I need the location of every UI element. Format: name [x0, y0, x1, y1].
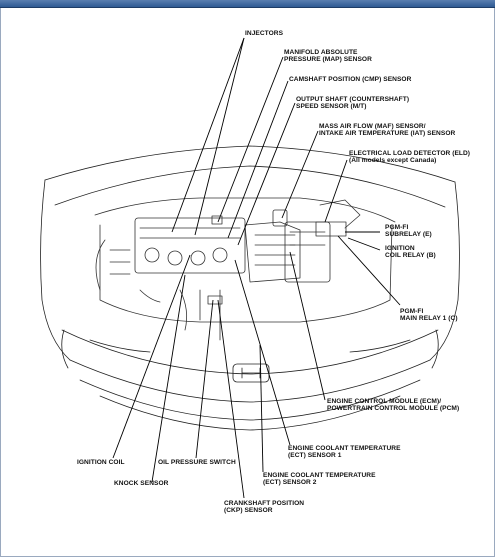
- label-ignition-coil-relay: IGNITION COIL RELAY (B): [385, 245, 436, 260]
- leader-ect2: [259, 344, 264, 473]
- leader-ignition-coil: [112, 254, 191, 459]
- label-ignition-coil: IGNITION COIL: [77, 459, 125, 466]
- leader-ecm: [289, 251, 326, 401]
- label-pgm-fi-main-relay: PGM-FI MAIN RELAY 1 (C): [400, 308, 458, 323]
- label-maf-iat-sensor: MASS AIR FLOW (MAF) SENSOR/ INTAKE AIR T…: [319, 123, 456, 138]
- leader-map: [217, 56, 284, 223]
- vehicle-outline: [40, 145, 460, 431]
- label-map-sensor: MANIFOLD ABSOLUTE PRESSURE (MAP) SENSOR: [284, 49, 372, 64]
- leader-ign-relay: [347, 237, 381, 251]
- leader-ect1: [234, 259, 291, 446]
- leader-main-relay: [337, 235, 401, 306]
- emblem-shape: [232, 363, 270, 383]
- label-pgm-fi-subrelay: PGM-FI SUBRELAY (E): [385, 224, 432, 239]
- label-oil-pressure-switch: OIL PRESSURE SWITCH: [158, 459, 236, 466]
- leader-cmp: [227, 80, 289, 239]
- window-title-bar: [0, 0, 495, 8]
- leader-maf: [281, 130, 319, 219]
- leader-lines: [112, 37, 401, 499]
- label-knock-sensor: KNOCK SENSOR: [114, 480, 169, 487]
- leader-injectors: [171, 37, 245, 233]
- label-ecm-pcm: ENGINE CONTROL MODULE (ECM)/ POWERTRAIN …: [327, 398, 460, 413]
- label-ect-sensor-1: ENGINE COOLANT TEMPERATURE (ECT) SENSOR …: [288, 445, 401, 460]
- label-cmp-sensor: CAMSHAFT POSITION (CMP) SENSOR: [289, 76, 412, 83]
- leader-output-shaft: [237, 102, 296, 246]
- label-output-shaft-sensor: OUTPUT SHAFT (COUNTERSHAFT) SPEED SENSOR…: [296, 96, 410, 111]
- label-eld: ELECTRICAL LOAD DETECTOR (ELD) (All mode…: [349, 150, 471, 165]
- label-ect-sensor-2: ENGINE COOLANT TEMPERATURE (ECT) SENSOR …: [263, 472, 376, 487]
- leader-oil: [195, 299, 214, 459]
- engine-block-shape: [94, 197, 396, 341]
- label-injectors: INJECTORS: [245, 30, 284, 37]
- leader-ckp: [217, 299, 245, 499]
- leader-eld: [324, 159, 348, 223]
- label-ckp-sensor: CRANKSHAFT POSITION (CKP) SENSOR: [224, 500, 305, 515]
- leader-knock: [151, 274, 186, 483]
